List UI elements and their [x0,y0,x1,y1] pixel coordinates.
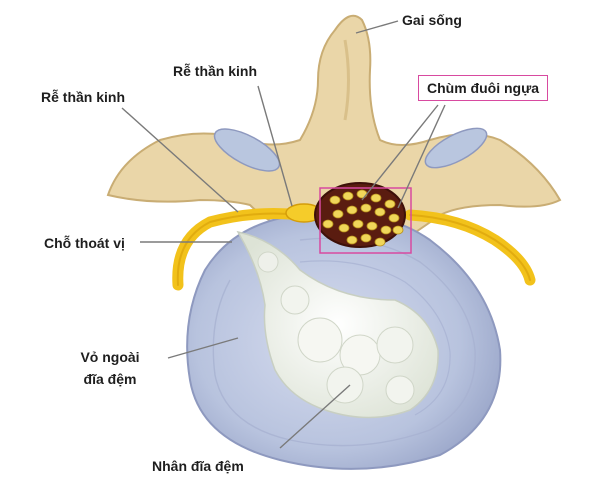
label-annulus-line2: đĩa đệm [83,371,137,387]
cauda-fiber [342,191,354,201]
leader-annulus [167,337,239,359]
cauda-fiber [380,225,392,235]
leader-lines [121,20,446,449]
leader-nerve-top [257,85,293,207]
cauda-fiber [338,223,350,233]
label-cauda-equina: Chùm đuôi ngựa [418,75,549,101]
cauda-fiber [374,237,386,247]
cauda-fiber [374,207,386,217]
disc-nucleus [236,230,439,419]
cauda-fiber [384,199,396,209]
leader-spinous [355,20,399,34]
label-spinous-process: Gai sống [402,12,462,28]
cauda-fiber [366,221,378,231]
cauda-fiber [346,235,358,245]
right-facet [424,127,488,169]
cauda-fiber [392,225,404,235]
label-nerve-root-left: Rễ thần kinh [41,89,126,105]
cauda-fiber [322,219,334,229]
label-nerve-root-top: Rễ thần kinh [173,63,258,79]
leader-nerve-left [121,107,239,213]
label-annulus-line1: Vỏ ngoài [80,349,140,365]
cauda-fiber [360,203,372,213]
cauda-fiber [352,219,364,229]
cauda-fiber [388,213,400,223]
cauda-equina-fibers [322,189,404,247]
label-nucleus: Nhân đĩa đệm [152,458,244,474]
cauda-fiber [332,209,344,219]
cauda-fiber [370,193,382,203]
cauda-fiber [356,189,368,199]
vertebral-arch [106,14,562,250]
leader-nucleus [279,384,351,449]
label-annulus: Vỏ ngoài đĩa đệm [58,346,162,390]
label-herniation: Chỗ thoát vị [44,235,125,251]
cauda-equina-highlight-box [319,187,412,254]
nerve-roots [172,203,536,291]
spinal-canal [314,182,406,248]
cauda-fiber [329,195,341,205]
leader-cauda-2 [397,104,446,209]
left-facet [213,128,281,172]
cauda-fiber [346,205,358,215]
cauda-fiber [360,233,372,243]
leader-cauda-1 [361,104,439,201]
